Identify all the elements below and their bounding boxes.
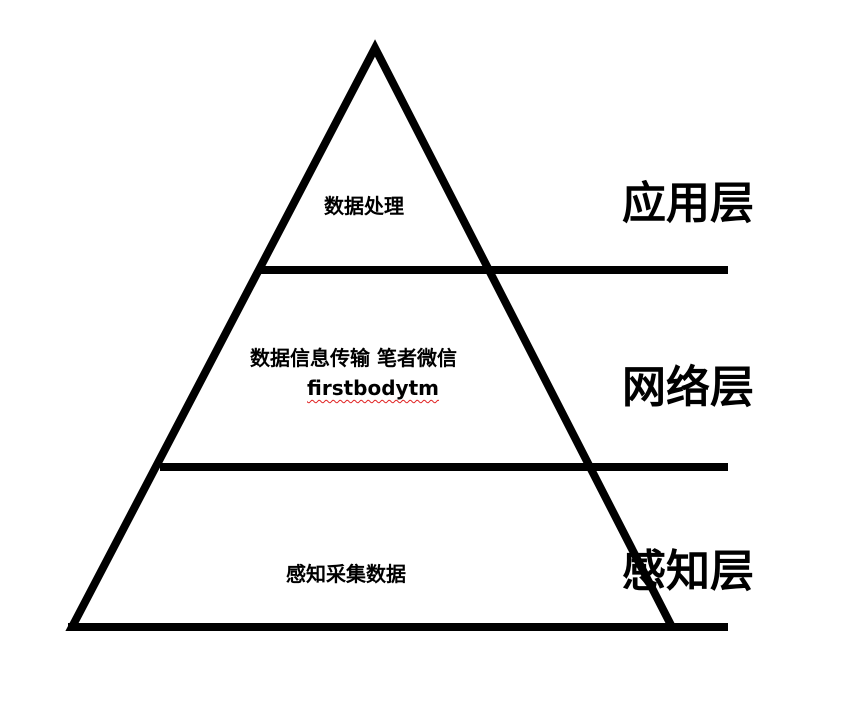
pyramid-outline [65,39,679,631]
network-layer-content: 数据信息传输 笔者微信 [250,346,457,370]
network-layer-content-line-2: firstbodytm [307,376,439,400]
application-layer-label: 应用层 [622,178,754,229]
application-layer-content: 数据处理 [324,194,404,218]
perception-layer-content: 感知采集数据 [286,562,406,586]
network-layer-label: 网络层 [622,362,754,413]
perception-layer-label: 感知层 [622,546,754,597]
